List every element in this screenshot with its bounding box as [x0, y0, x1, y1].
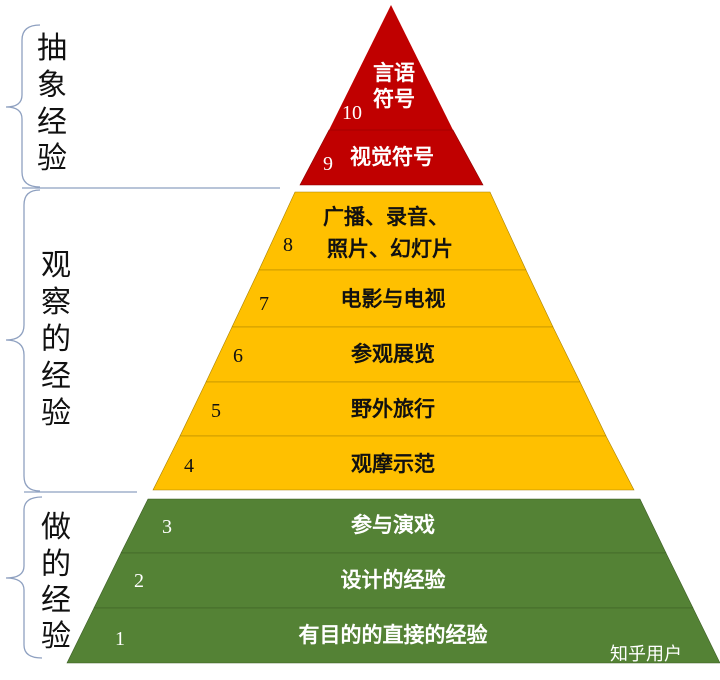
level-number: 4: [184, 455, 194, 477]
watermark: 知乎用户: [610, 644, 682, 665]
level-number: 3: [162, 516, 172, 538]
group-label-char: 象: [37, 68, 67, 103]
level-4-band: [152, 435, 635, 491]
level-numbers: 10 9 8 7 6 5 4 3 2 1: [115, 102, 362, 650]
group-label-char: 做: [41, 510, 71, 545]
level-label: 照片、幻灯片: [327, 236, 453, 261]
level-label: 视觉符号: [350, 144, 434, 169]
brace-do: [5, 496, 43, 659]
doing-section: [66, 498, 720, 664]
group-label-char: 的: [41, 547, 71, 582]
group-label-char: 察: [41, 285, 71, 320]
level-number: 7: [259, 293, 269, 315]
group-label-do: 做 的 经 验: [41, 510, 71, 654]
level-1-band: [66, 607, 720, 664]
level-label: 广播、录音、: [323, 204, 449, 229]
level-number: 1: [115, 628, 125, 650]
group-braces: [5, 24, 280, 659]
level-label: 电影与电视: [341, 286, 446, 311]
level-label: 设计的经验: [341, 567, 446, 592]
group-label-char: 经: [41, 583, 71, 618]
level-label: 野外旅行: [351, 396, 435, 421]
brace-abstract: [5, 24, 41, 188]
level-number: 5: [211, 400, 221, 422]
level-9-band: [299, 129, 484, 186]
group-label-abstract: 抽 象 经 验: [37, 31, 67, 176]
group-label-char: 经: [37, 105, 67, 140]
brace-observe: [5, 189, 41, 492]
group-label-char: 的: [41, 322, 71, 357]
level-number: 9: [323, 153, 333, 175]
group-label-char: 抽: [37, 31, 67, 66]
group-label-observe: 观 察 的 经 验: [41, 248, 71, 431]
level-labels: 言语 符号 视觉符号 广播、录音、 照片、幻灯片 电影与电视 参观展览 野外旅行…: [299, 60, 488, 647]
level-10-band: [329, 5, 453, 130]
level-number: 6: [233, 345, 243, 367]
level-label: 参观展览: [351, 341, 435, 366]
level-number: 10: [342, 102, 362, 124]
abstract-section: [299, 5, 484, 186]
level-label: 参与演戏: [351, 512, 435, 537]
level-label: 符号: [373, 86, 415, 111]
level-label: 言语: [373, 60, 415, 85]
group-label-char: 验: [41, 396, 71, 431]
group-label-char: 验: [41, 619, 71, 654]
observation-section: [152, 191, 635, 491]
group-label-char: 观: [41, 248, 71, 283]
level-number: 8: [283, 234, 293, 256]
group-label-char: 验: [37, 141, 67, 176]
level-number: 2: [134, 570, 144, 592]
group-label-char: 经: [41, 359, 71, 394]
level-label: 有目的的直接的经验: [299, 622, 488, 647]
level-label: 观摩示范: [351, 451, 435, 476]
